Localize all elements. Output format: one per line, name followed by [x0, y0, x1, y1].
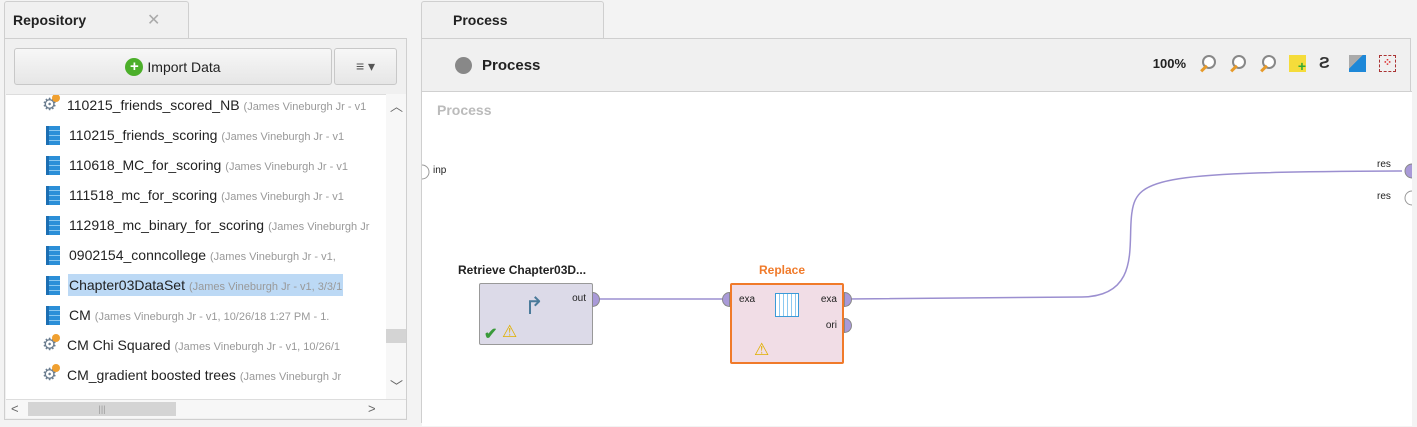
- item-name: CM Chi Squared: [67, 337, 171, 353]
- item-meta: (James Vineburgh Jr - v1, 10/26/18 1:27 …: [94, 311, 330, 323]
- tab-process[interactable]: Process: [421, 1, 604, 39]
- data-icon: [46, 125, 60, 145]
- item-name: CM_gradient boosted trees: [67, 367, 236, 383]
- result-port-label: res: [1377, 159, 1391, 170]
- item-name: Chapter03DataSet: [69, 277, 185, 293]
- scroll-left-icon[interactable]: <: [11, 401, 19, 416]
- item-meta: (James Vineburgh Jr: [239, 371, 342, 383]
- zoom-reset-icon[interactable]: [1199, 55, 1216, 72]
- port-label: out: [572, 293, 586, 304]
- exa-in-port[interactable]: [722, 292, 730, 307]
- tab-repository[interactable]: Repository ✕: [4, 1, 189, 39]
- scroll-thumb[interactable]: [386, 329, 406, 343]
- process-panel: Process 100% + Ƨ ⁘ Process inp res res R…: [421, 38, 1412, 426]
- tab-label: Process: [453, 12, 508, 28]
- data-icon: [46, 275, 60, 295]
- repository-item[interactable]: CM(James Vineburgh Jr - v1, 10/26/18 1:2…: [46, 302, 386, 328]
- process-toolbar: Process 100% + Ƨ ⁘: [422, 39, 1410, 91]
- item-name: 110215_friends_scored_NB: [67, 97, 240, 113]
- close-icon[interactable]: ✕: [147, 12, 161, 29]
- item-name: 110618_MC_for_scoring: [69, 157, 222, 173]
- layers-icon[interactable]: [1349, 55, 1366, 72]
- repository-item[interactable]: CM_gradient boosted trees(James Vineburg…: [42, 362, 386, 388]
- scroll-thumb[interactable]: |||: [28, 402, 176, 416]
- repository-item[interactable]: 0902154_conncollege(James Vineburgh Jr -…: [46, 242, 386, 268]
- connections: [422, 163, 1412, 300]
- item-name: CM: [69, 307, 91, 323]
- plus-icon: +: [125, 57, 144, 76]
- item-meta: (James Vineburgh Jr - v1, 3/3/1: [188, 281, 343, 293]
- item-meta: (James Vineburgh Jr - v1: [221, 131, 345, 143]
- zoom-level: 100%: [1152, 56, 1186, 71]
- data-icon: [46, 215, 60, 235]
- repository-item[interactable]: 112918_mc_binary_for_scoring(James Vineb…: [46, 212, 386, 238]
- operator-title: Retrieve Chapter03D...: [458, 263, 587, 277]
- warning-icon: ⚠: [754, 340, 770, 359]
- item-name: 112918_mc_binary_for_scoring: [69, 217, 265, 233]
- scroll-up-icon[interactable]: ︿: [390, 99, 404, 114]
- item-meta: (James Vineburgh Jr - v1: [225, 161, 348, 173]
- zoom-in-icon[interactable]: [1229, 55, 1246, 72]
- tab-label: Repository: [13, 12, 87, 28]
- item-name: 111518_mc_for_scoring: [69, 187, 218, 203]
- port-label: ori: [825, 320, 837, 331]
- retrieve-icon: ↱: [524, 293, 545, 320]
- repository-item[interactable]: 110215_friends_scored_NB(James Vineburgh…: [42, 95, 386, 118]
- operator-retrieve[interactable]: out ↱ ✔ ⚠: [479, 283, 593, 345]
- result-port-1: [1404, 163, 1412, 179]
- add-note-icon[interactable]: +: [1289, 55, 1306, 74]
- canvas-label: Process: [437, 102, 492, 118]
- data-icon: [46, 185, 60, 205]
- process-icon: [455, 56, 472, 74]
- horizontal-scrollbar[interactable]: < ||| >: [6, 399, 406, 418]
- auto-wire-icon[interactable]: Ƨ: [1319, 55, 1330, 72]
- process-icon: [42, 364, 60, 384]
- result-port-label: res: [1377, 191, 1391, 202]
- repository-item[interactable]: CM Chi Squared(James Vineburgh Jr - v1, …: [42, 332, 386, 358]
- item-name: 0902154_conncollege: [69, 247, 207, 263]
- zoom-out-icon[interactable]: [1259, 55, 1276, 72]
- fit-view-icon[interactable]: ⁘: [1379, 55, 1396, 72]
- operator-title: Replace: [759, 263, 806, 277]
- process-canvas[interactable]: Process inp res res Retrieve Chapter03D.…: [422, 91, 1412, 426]
- warning-icon: ⚠: [502, 322, 518, 341]
- port-label: exa: [820, 294, 837, 305]
- item-name: 110215_friends_scoring: [69, 127, 218, 143]
- item-meta: (James Vineburgh Jr - v1,: [210, 251, 336, 263]
- import-data-button[interactable]: +Import Data: [14, 48, 332, 85]
- repository-item[interactable]: 110215_friends_scoring(James Vineburgh J…: [46, 122, 386, 148]
- data-icon: [46, 305, 60, 325]
- operator-replace[interactable]: exa exa ori ⚠: [730, 283, 844, 364]
- repository-item[interactable]: Chapter03DataSet(James Vineburgh Jr - v1…: [46, 272, 386, 298]
- item-meta: (James Vineburgh Jr - v1: [243, 101, 367, 113]
- process-icon: [42, 95, 60, 114]
- scroll-right-icon[interactable]: >: [368, 401, 376, 416]
- table-icon: [775, 293, 799, 317]
- result-port-2: [1404, 190, 1412, 206]
- item-meta: (James Vineburgh Jr: [268, 221, 370, 233]
- repository-menu-button[interactable]: ≡ ▾: [334, 48, 397, 85]
- connection-exa-res: [846, 170, 1403, 300]
- input-port: [422, 164, 430, 180]
- repository-item[interactable]: 111518_mc_for_scoring(James Vineburgh Jr…: [46, 182, 386, 208]
- port-label: exa: [739, 294, 756, 305]
- vertical-scrollbar[interactable]: ︿ ﹀: [386, 94, 406, 399]
- repository-item[interactable]: 110618_MC_for_scoring(James Vineburgh Jr…: [46, 152, 386, 178]
- check-icon: ✔: [484, 326, 498, 343]
- scroll-down-icon[interactable]: ﹀: [390, 379, 404, 394]
- data-icon: [46, 245, 60, 265]
- process-icon: [42, 334, 60, 354]
- button-label: Import Data: [147, 58, 221, 75]
- process-title: Process: [482, 56, 541, 74]
- item-meta: (James Vineburgh Jr - v1: [221, 191, 344, 203]
- data-icon: [46, 155, 60, 175]
- input-port-label: inp: [433, 165, 447, 176]
- repository-panel: +Import Data ≡ ▾ 110215_friends_scored_N…: [4, 38, 407, 420]
- item-meta: (James Vineburgh Jr - v1, 10/26/1: [174, 341, 341, 353]
- repository-list: 110215_friends_scored_NB(James Vineburgh…: [6, 94, 386, 399]
